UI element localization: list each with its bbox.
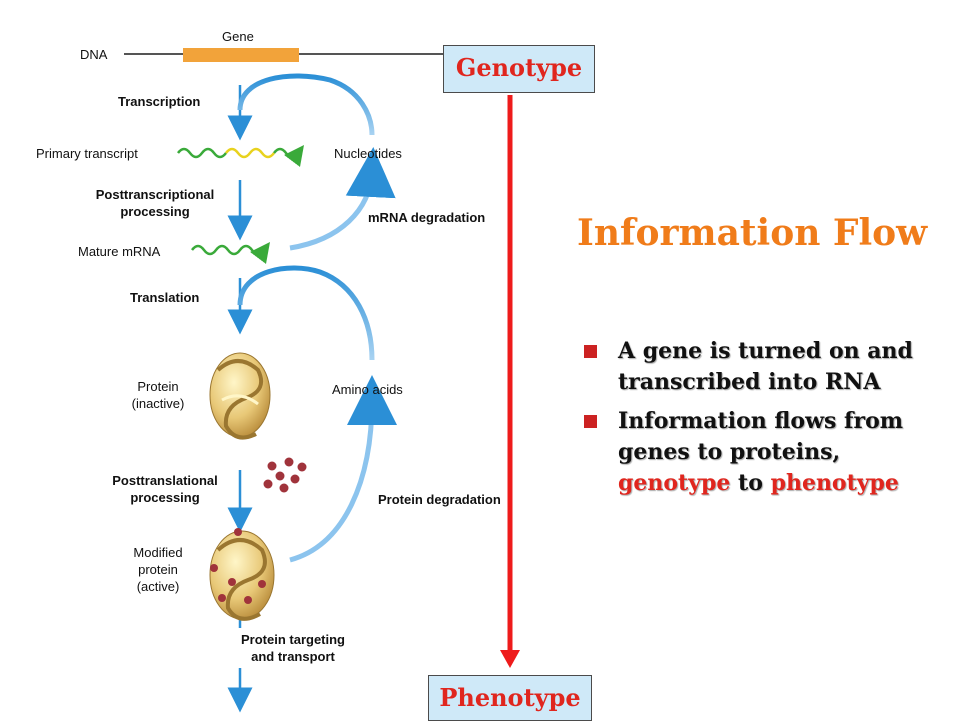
- bullet-square-icon: [584, 415, 597, 428]
- bullet-2-phenotype-word: phenotype: [770, 470, 899, 496]
- label-nucleotides: Nucleotides: [334, 146, 402, 161]
- protein-active-illustration: [209, 528, 275, 621]
- label-modified-protein: Modified protein (active): [118, 544, 198, 595]
- bullet-2-genotype-word: genotype: [618, 470, 731, 496]
- label-protein-inactive-line2: (inactive): [131, 396, 185, 411]
- label-dna: DNA: [80, 47, 108, 62]
- label-targeting-line1: Protein targeting: [240, 632, 345, 647]
- label-mrna-degradation: mRNA degradation: [368, 210, 486, 225]
- bullet-1-line2: transcribed into RNA: [618, 369, 881, 395]
- mature-mrna-wave: [191, 242, 271, 265]
- genotype-box: Genotype: [443, 45, 595, 93]
- amino-acid-dots: [263, 457, 307, 493]
- label-modified-line1: Modified: [133, 545, 183, 560]
- label-modified-line3: (active): [136, 579, 180, 594]
- bullet-1-line1: A gene is turned on and: [618, 338, 913, 364]
- bullet-2-line1: Information flows from: [618, 408, 904, 434]
- protein-inactive-illustration: [209, 352, 271, 440]
- slide-title: Information Flow: [577, 212, 928, 254]
- protein-degradation-arc: [289, 375, 397, 563]
- label-posttranscriptional: Posttranscriptional processing: [75, 186, 235, 220]
- bullet-2-line2: genes to proteins,: [618, 439, 841, 465]
- label-primary-transcript: Primary transcript: [36, 146, 138, 161]
- primary-transcript-wave-tail: [273, 145, 305, 168]
- label-transcription: Transcription: [118, 94, 201, 109]
- bullet-list: A gene is turned on and transcribed into…: [584, 336, 956, 507]
- label-protein-degradation: Protein degradation: [378, 492, 501, 507]
- gene-bar: [183, 48, 299, 62]
- label-protein-targeting: Protein targeting and transport: [228, 631, 358, 665]
- label-posttranscriptional-line1: Posttranscriptional: [95, 187, 215, 202]
- label-targeting-line2: and transport: [251, 649, 335, 664]
- label-posttranslational: Posttranslational processing: [90, 472, 240, 506]
- bullet-item-gene-transcribed: A gene is turned on and transcribed into…: [584, 336, 956, 398]
- genotype-phenotype-arrowhead: [500, 650, 520, 668]
- label-translation: Translation: [130, 290, 200, 305]
- mrna-degradation-arc: [289, 147, 396, 251]
- primary-transcript-wave-exon: [225, 147, 275, 159]
- label-protein-inactive-line1: Protein: [137, 379, 179, 394]
- bullet-square-icon: [584, 345, 597, 358]
- primary-transcript-wave: [177, 147, 227, 159]
- amino-acid-recycle-arc: [237, 265, 375, 361]
- label-posttranslational-line2: processing: [130, 490, 200, 505]
- label-gene: Gene: [222, 29, 254, 44]
- bullet-2-to-word: to: [738, 470, 763, 496]
- label-posttranscriptional-line2: processing: [120, 204, 190, 219]
- label-protein-inactive: Protein (inactive): [118, 378, 198, 412]
- label-mature-mrna: Mature mRNA: [78, 244, 161, 259]
- label-modified-line2: protein: [138, 562, 178, 577]
- bullet-item-information-flows: Information flows from genes to proteins…: [584, 406, 956, 499]
- label-amino-acids: Amino acids: [332, 382, 403, 397]
- phenotype-box: Phenotype: [428, 675, 592, 721]
- nucleotide-recycle-arc: [237, 73, 375, 136]
- label-posttranslational-line1: Posttranslational: [112, 473, 218, 488]
